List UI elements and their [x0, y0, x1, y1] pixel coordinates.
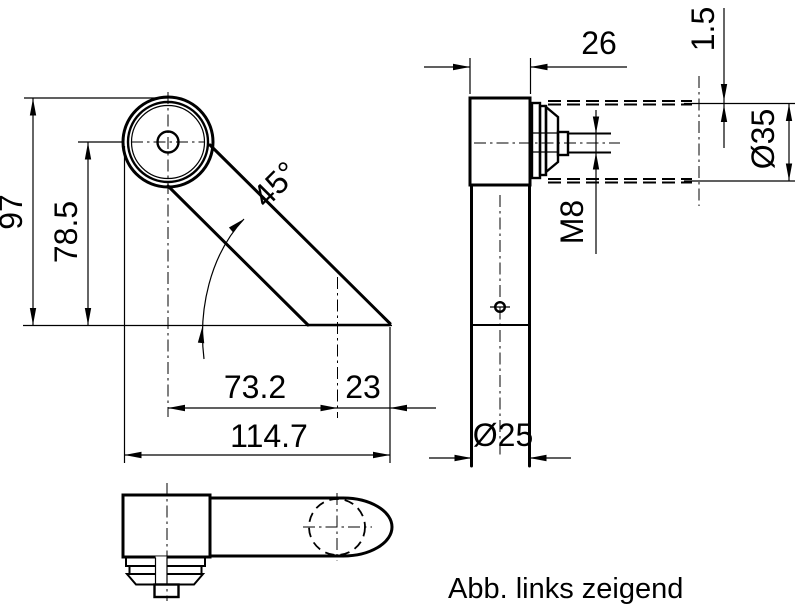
bottom-view — [121, 483, 394, 601]
dimension-hub-width: 26 — [424, 25, 627, 94]
front-view: 97 78.5 45° 73.2 23 — [0, 92, 436, 463]
dimension-overall-height: 97 — [0, 98, 37, 326]
dimension-arm-tube-diameter: Ø25 — [429, 417, 571, 462]
clamp-plate-outer — [530, 101, 542, 180]
caption-text: Abb. links zeigend — [448, 573, 683, 605]
dimension-clamp-tube-diameter: Ø35 — [745, 103, 793, 181]
dim-23-label: 23 — [345, 369, 381, 405]
dimension-center-distance: 73.2 23 — [168, 369, 436, 412]
dimension-overall-length: 114.7 — [124, 418, 390, 459]
dimension-wall-thickness: 1.5 — [685, 7, 728, 148]
dim-o25-label: Ø25 — [473, 417, 533, 453]
screw-head — [556, 130, 570, 157]
dimension-arm-angle: 45° — [197, 154, 305, 360]
arm-lower-edge — [166, 184, 310, 327]
hub-block-bottom-outline — [121, 493, 212, 559]
dim-45deg-label: 45° — [245, 154, 305, 214]
dimension-center-height: 78.5 — [48, 142, 92, 326]
clamp-collet-bottom — [124, 573, 206, 586]
dimension-screw-thread: M8 — [554, 110, 600, 254]
dim-78-5-label: 78.5 — [48, 201, 84, 263]
arm-rounded-end — [341, 496, 394, 558]
dim-73-2-label: 73.2 — [224, 369, 286, 405]
clamp-slot-gap — [155, 556, 167, 583]
hub-block-outline — [468, 96, 532, 187]
dim-m8-label: M8 — [554, 200, 590, 244]
dim-114-7-label: 114.7 — [230, 418, 308, 454]
clamp-collet — [544, 104, 560, 175]
dim-97-label: 97 — [0, 194, 29, 230]
side-view: 26 1.5 Ø35 M8 Ø25 — [424, 7, 795, 468]
dim-26-label: 26 — [581, 25, 617, 61]
dim-1-5-label: 1.5 — [685, 7, 721, 51]
arm-upper-edge — [208, 143, 392, 325]
dim-o35-label: Ø35 — [745, 109, 781, 169]
